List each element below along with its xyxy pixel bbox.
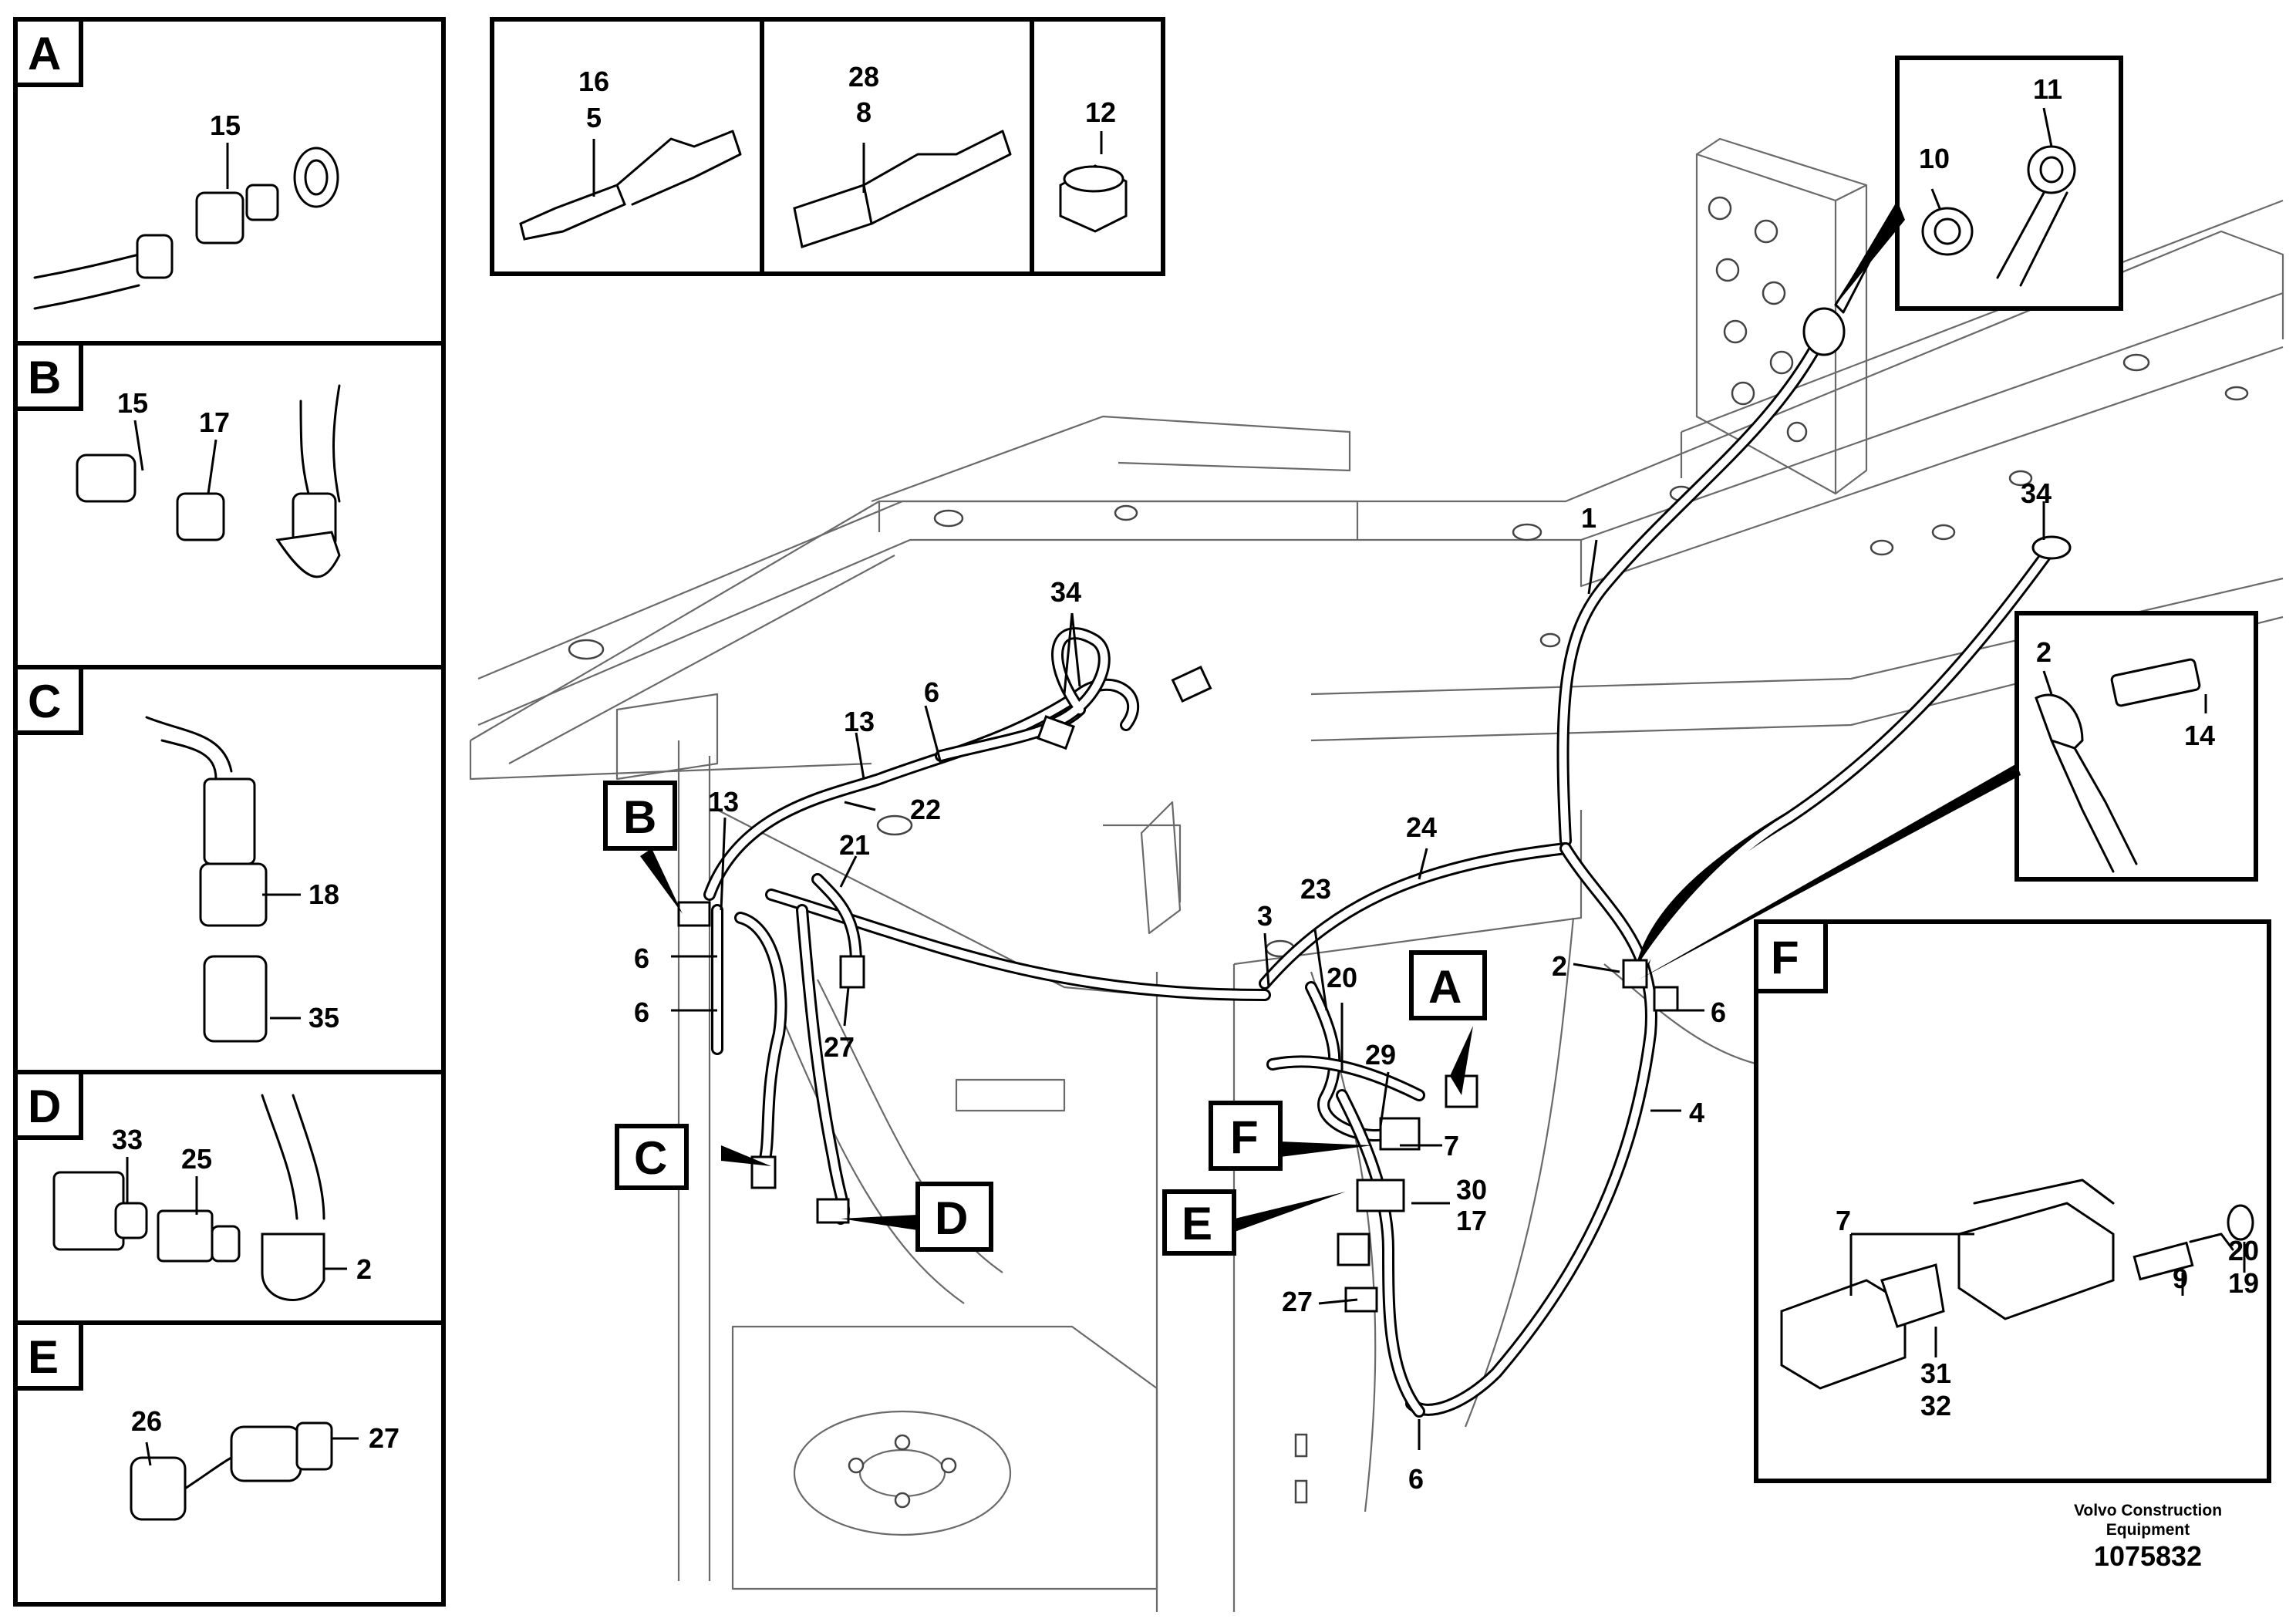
main-callout-6-left-b: 6 — [634, 996, 649, 1028]
main-letter-d: D — [935, 1192, 968, 1244]
main-callout-17: 17 — [1456, 1205, 1487, 1236]
panel-c-callout-18: 18 — [308, 878, 339, 910]
detail-panel-b — [13, 341, 446, 669]
panel-e-callout-26: 26 — [131, 1405, 162, 1437]
main-callout-2: 2 — [1552, 950, 1567, 982]
panel-a-letter: A — [28, 28, 61, 79]
panel-d-letter: D — [28, 1081, 61, 1132]
main-leaders — [640, 501, 2045, 1450]
main-callout-7: 7 — [1444, 1130, 1459, 1162]
brand-line-1: Volvo Construction — [2074, 1502, 2222, 1519]
panel-d-callout-2: 2 — [356, 1253, 372, 1285]
main-letter-a: A — [1428, 961, 1462, 1013]
panel-f-callout-20: 20 — [2228, 1235, 2259, 1266]
main-callout-22: 22 — [910, 794, 941, 825]
main-callout-29: 29 — [1365, 1039, 1396, 1071]
detail-panel-f — [1754, 919, 2271, 1483]
brand-line-2: Equipment — [2106, 1521, 2190, 1539]
detail-panel-a — [13, 17, 446, 346]
main-callout-27-upper: 27 — [824, 1031, 855, 1063]
panel-f-letter: F — [1771, 932, 1799, 983]
panel-f-callout-32: 32 — [1920, 1390, 1951, 1421]
panel-f-callout-31: 31 — [1920, 1357, 1951, 1389]
main-callout-13-top: 13 — [844, 706, 875, 737]
main-connectors — [677, 307, 2072, 1313]
main-letter-f: F — [1230, 1111, 1259, 1163]
drawing-number: 1075832 — [2094, 1540, 2202, 1572]
main-callout-4: 4 — [1689, 1097, 1704, 1128]
panel-a-callout-15: 15 — [210, 110, 241, 141]
main-callout-6-bottom: 6 — [1408, 1463, 1424, 1495]
panel-d-callout-33: 33 — [112, 1124, 143, 1155]
main-letter-c: C — [634, 1132, 667, 1184]
inset-callout-11: 11 — [2033, 73, 2062, 105]
main-callout-6-right: 6 — [1711, 996, 1726, 1028]
detail-panel-c — [13, 665, 446, 1074]
main-letter-boxes — [603, 781, 1487, 1256]
panel-d-callout-25: 25 — [181, 1143, 212, 1175]
panel-b-callout-15: 15 — [117, 387, 148, 419]
top-callout-8: 8 — [856, 96, 872, 128]
inset-10-11 — [1834, 56, 2123, 314]
main-callout-3: 3 — [1257, 900, 1273, 932]
panel-c-letter: C — [28, 676, 61, 727]
top-callout-16: 16 — [578, 66, 609, 97]
inset-callout-14: 14 — [2184, 720, 2215, 751]
main-callout-23: 23 — [1300, 873, 1331, 905]
main-letter-b: B — [623, 791, 656, 843]
panel-e-letter: E — [28, 1331, 59, 1383]
main-callout-1: 1 — [1581, 502, 1596, 534]
main-callout-6-left-a: 6 — [634, 943, 649, 974]
main-letter-e: E — [1182, 1198, 1212, 1249]
panel-b-letter: B — [28, 352, 61, 403]
detail-panel-e — [13, 1320, 446, 1607]
panel-e-callout-27: 27 — [369, 1422, 400, 1454]
panel-b-callout-17: 17 — [199, 406, 230, 438]
top-callout-28: 28 — [848, 61, 879, 93]
inset-callout-10: 10 — [1919, 143, 1950, 174]
main-callout-30: 30 — [1456, 1174, 1487, 1206]
panel-f-callout-19: 19 — [2228, 1267, 2259, 1299]
panel-c-callout-35: 35 — [308, 1002, 339, 1034]
wiring-harness — [703, 325, 2058, 1418]
top-callout-12: 12 — [1085, 96, 1116, 128]
panel-f-callout-7: 7 — [1836, 1205, 1851, 1236]
main-callout-21: 21 — [839, 829, 870, 861]
inset-callout-2: 2 — [2036, 636, 2052, 668]
main-callout-27-lower: 27 — [1282, 1286, 1313, 1317]
top-detail-panels — [490, 17, 1165, 276]
panel-letter-boxes — [13, 17, 1828, 1391]
panel-f-callout-9: 9 — [2173, 1263, 2188, 1294]
frame-holes — [568, 196, 2249, 1509]
main-callout-34-right: 34 — [2021, 477, 2052, 509]
main-callout-24: 24 — [1406, 811, 1437, 843]
top-callout-5: 5 — [586, 102, 602, 133]
main-callout-20: 20 — [1327, 962, 1357, 993]
main-callout-6-top: 6 — [924, 676, 939, 708]
main-callout-34-left: 34 — [1050, 576, 1081, 608]
main-callout-13-left: 13 — [708, 786, 739, 818]
inset-2-14 — [1639, 611, 2258, 980]
